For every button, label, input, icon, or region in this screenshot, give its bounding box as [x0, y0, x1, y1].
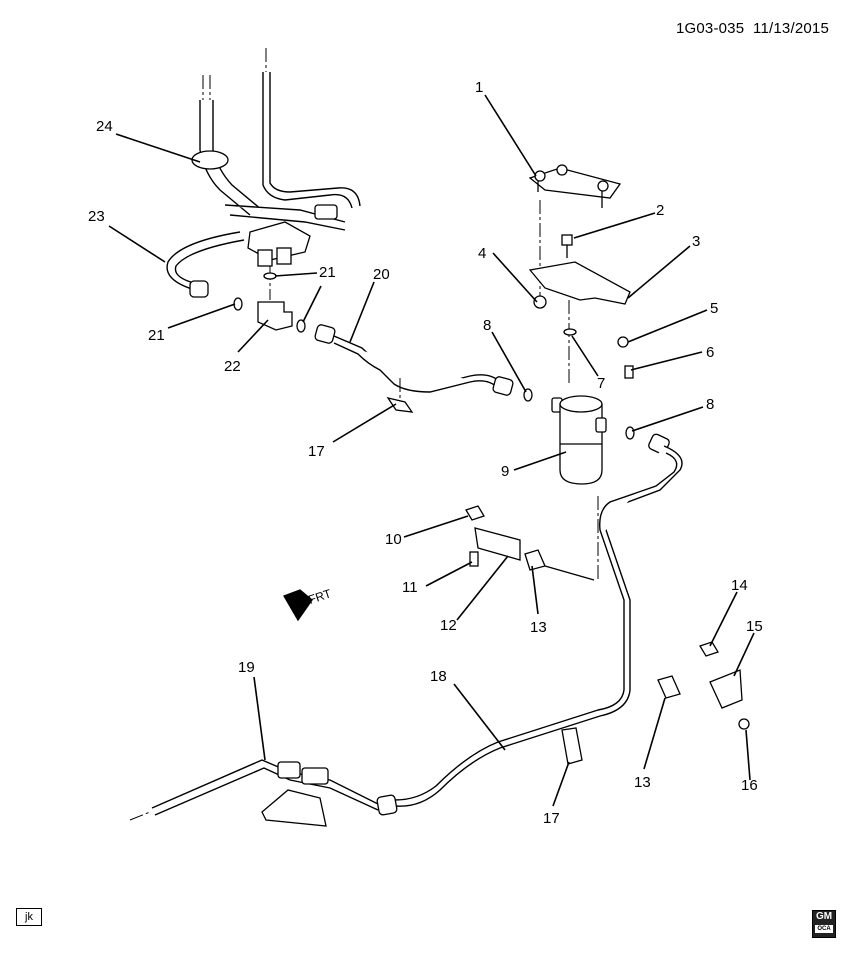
block-port: [276, 247, 292, 265]
clip-part-17-lower: [561, 727, 583, 765]
jk-badge: jk: [16, 908, 42, 926]
clip-part-13-upper: [524, 549, 546, 571]
lower-right-clips: [657, 641, 750, 730]
o-ring-21-right: [296, 319, 306, 333]
callout-16: 16: [741, 777, 758, 794]
callout-7: 7: [597, 375, 605, 392]
washer-part-7: [563, 328, 577, 336]
line-23-nut: [189, 280, 209, 298]
callout-12: 12: [440, 617, 457, 634]
bolt-part-6: [624, 365, 634, 379]
callout-labels: 1 2 3 4 5 6 7 8 8 9 10 11 12 13 14 15 13…: [88, 79, 763, 827]
callout-17-upper: 17: [308, 443, 325, 460]
callout-22: 22: [224, 358, 241, 375]
push-pin-part-16: [738, 718, 750, 730]
callout-21-left: 21: [148, 327, 165, 344]
callout-15: 15: [746, 618, 763, 635]
callout-9: 9: [501, 463, 509, 480]
callout-6: 6: [706, 344, 714, 361]
mid-bracket-assembly: [465, 505, 595, 581]
front-direction-arrow: FRT: [283, 586, 334, 622]
nut-part-5: [617, 336, 629, 348]
callout-23: 23: [88, 208, 105, 225]
callout-13-upper: 13: [530, 619, 547, 636]
callout-18: 18: [430, 668, 447, 685]
bracket-part-3: [528, 261, 631, 305]
callout-10: 10: [385, 531, 402, 548]
callout-1: 1: [475, 79, 483, 96]
frt-label: FRT: [307, 586, 334, 607]
fuel-filter-part-9: [523, 388, 635, 485]
callout-20: 20: [373, 266, 390, 283]
callout-8-right: 8: [706, 396, 714, 413]
callout-17-lower: 17: [543, 810, 560, 827]
gm-logo: GM OCA: [812, 910, 836, 938]
callout-11: 11: [402, 579, 418, 596]
bolt-part-2: [561, 234, 573, 246]
clip-part-14: [699, 641, 719, 657]
bracket-part-12: [474, 527, 521, 561]
bracket-part-1: [528, 167, 622, 199]
callout-3: 3: [692, 233, 700, 250]
o-ring-part-8-right: [625, 426, 635, 440]
fuel-line-part-18: [376, 433, 683, 816]
callout-21-upper: 21: [319, 264, 336, 281]
nut-part-4: [533, 295, 547, 309]
diagram-date: 11/13/2015: [753, 20, 829, 37]
o-ring-21-upper: [263, 272, 277, 280]
tube-clip-part-24: [191, 150, 229, 170]
upper-line-assembly: [166, 48, 361, 333]
gm-logo-subtext: OCA: [815, 925, 833, 933]
line-19-bracket: [261, 789, 327, 827]
o-ring-21-left: [233, 297, 243, 311]
bracket-assembly: [528, 164, 634, 385]
callout-2: 2: [656, 202, 664, 219]
fuel-line-part-19: [129, 759, 379, 827]
block-port: [257, 249, 273, 267]
callout-8-left: 8: [483, 317, 491, 334]
callout-24: 24: [96, 118, 113, 135]
bolt-part-11: [469, 551, 479, 567]
fuel-line-part-20: [314, 324, 514, 396]
clip-part-13-lower: [657, 675, 681, 699]
clip-part-10: [465, 505, 485, 521]
fitting-nut: [314, 204, 338, 220]
tee-fitting-part-22: [257, 301, 293, 331]
diagram-header: 1G03-035 11/13/2015: [676, 20, 829, 37]
leader-lines: [108, 94, 755, 807]
callout-14: 14: [731, 577, 748, 594]
bracket-part-15: [709, 669, 743, 709]
callout-13-lower: 13: [634, 774, 651, 791]
gm-logo-text: GM: [815, 911, 833, 922]
callout-19: 19: [238, 659, 255, 676]
callout-4: 4: [478, 245, 486, 262]
callout-5: 5: [710, 300, 718, 317]
diagram-id: 1G03-035: [675, 20, 745, 37]
